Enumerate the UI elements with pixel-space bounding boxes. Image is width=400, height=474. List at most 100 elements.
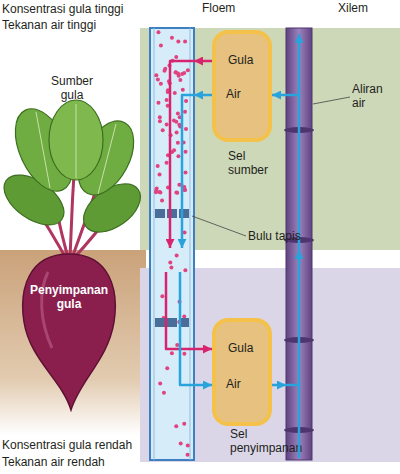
sugar-flow	[170, 61, 194, 248]
sugar-dot	[170, 59, 174, 63]
sugar-dot	[170, 36, 174, 40]
water-flow	[286, 250, 299, 385]
sugar-dot	[158, 173, 162, 177]
sugar-dot	[162, 391, 166, 395]
sugar-dot	[165, 123, 169, 127]
sugar-dot	[184, 150, 188, 154]
sugar-dot	[165, 161, 169, 165]
sugar-dot	[184, 99, 188, 103]
xylem-vessel	[286, 28, 312, 460]
sugar-dot	[166, 90, 170, 94]
sugar-dot	[161, 128, 165, 132]
sugar-dot	[158, 382, 162, 386]
sugar-dot	[158, 115, 162, 119]
sugar-dot	[177, 183, 181, 187]
sugar-arrow	[194, 60, 212, 63]
sugar-dot	[176, 111, 180, 115]
xylem-column: Xilem	[286, 28, 312, 460]
water-arrow	[194, 94, 212, 97]
root-label: Penyimpanan gula	[24, 284, 114, 312]
storage-panel	[140, 268, 400, 462]
sugar-dot	[182, 185, 186, 189]
sugar-dot	[175, 253, 179, 257]
leader-line	[313, 97, 350, 104]
water-flow	[286, 94, 299, 97]
leader-line	[192, 216, 246, 236]
water-arrow	[272, 384, 286, 387]
beet-stems	[34, 140, 112, 258]
root-outline	[23, 254, 116, 410]
sugar-dot	[174, 120, 178, 124]
source-panel	[140, 28, 400, 250]
sugar-dot	[156, 101, 160, 105]
phloem-wall	[154, 28, 155, 460]
sugar-arrow	[194, 348, 212, 351]
sugar-dot	[159, 44, 163, 48]
sugar-dot	[178, 115, 182, 119]
sugar-dot	[178, 300, 182, 304]
sugar-dot	[167, 79, 171, 83]
condition-note: Konsentrasi gula tinggi	[2, 2, 162, 16]
sugar-dot	[168, 81, 172, 85]
sugar-dot	[167, 64, 171, 68]
substance-label: Air	[226, 378, 266, 392]
sugar-dot	[182, 188, 186, 192]
phloem-tube	[150, 28, 194, 460]
sugar-dot	[173, 91, 177, 95]
sugar-dot	[183, 268, 187, 272]
sugar-dot	[184, 127, 188, 131]
sugar-dot	[172, 148, 176, 152]
sugar-dot	[166, 186, 170, 190]
sugar-dot	[178, 124, 182, 128]
sugar-dot	[176, 154, 180, 158]
sieve-plate	[155, 209, 189, 327]
sugar-dot	[160, 294, 164, 298]
sugar-dot	[183, 231, 187, 235]
beet-leaves	[0, 100, 149, 242]
sugar-dot	[172, 119, 176, 123]
sugar-dot	[176, 141, 180, 145]
sugar-dot	[175, 191, 179, 195]
sugar-dot	[170, 351, 174, 355]
sugar-dot	[175, 130, 179, 134]
water-flow	[298, 34, 301, 250]
sugar-dot	[174, 70, 178, 74]
sugar-dot	[156, 164, 160, 168]
xylem-joint	[284, 127, 314, 433]
sugar-dot	[166, 88, 170, 92]
sugar-dot	[166, 104, 170, 108]
phloem-wall	[190, 28, 191, 460]
sugar-dot	[179, 441, 183, 445]
sugar-dot	[181, 88, 185, 92]
column-heading: Xilem	[338, 2, 398, 16]
sugar-dot	[158, 190, 162, 194]
sugar-dot	[154, 190, 158, 194]
sugar-dot	[154, 189, 158, 193]
sugar-dot	[176, 39, 180, 43]
water-flow	[182, 95, 194, 248]
sugar-dot	[177, 123, 181, 127]
beet-root: Penyimpanan gula	[18, 252, 120, 412]
sugar-dot	[177, 320, 181, 324]
sugar-dot	[178, 319, 182, 323]
sugar-dot	[174, 190, 178, 194]
sugar-dot	[158, 119, 162, 123]
sugar-dot	[160, 199, 164, 203]
sugar-dot	[156, 30, 160, 34]
sugar-dot	[182, 71, 186, 75]
sugar-dot	[178, 78, 182, 82]
sugar-dot	[156, 78, 160, 82]
sugar-dot	[163, 69, 167, 73]
part-label: Sumber gula	[46, 74, 98, 103]
sugar-dot	[186, 68, 190, 72]
sugar-dot	[182, 422, 186, 426]
water-flow	[180, 272, 194, 385]
sugar-dot	[175, 343, 179, 347]
sugar-dot	[165, 98, 169, 102]
column-heading: Floem	[202, 2, 262, 16]
sugar-dot	[174, 71, 178, 75]
